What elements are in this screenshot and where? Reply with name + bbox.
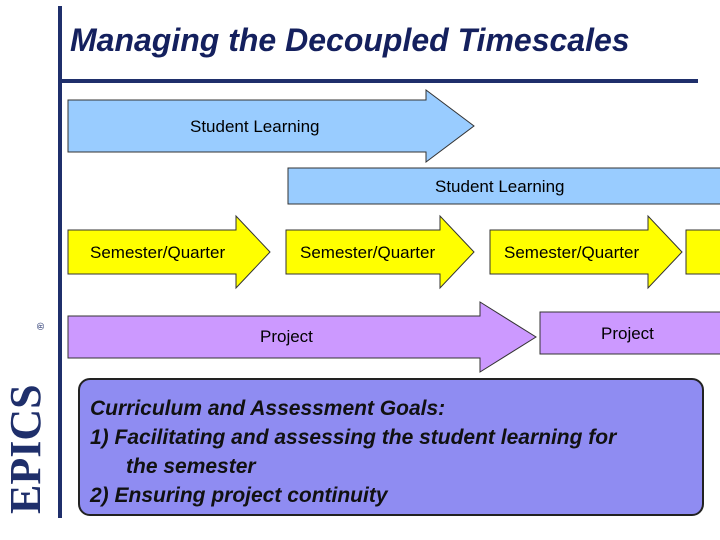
project-arrow-1 [67, 301, 537, 373]
epics-logo: EPICS ® [1, 322, 50, 514]
project-arrow-2 [539, 311, 720, 355]
goals-heading: Curriculum and Assessment Goals: [90, 397, 446, 420]
semester-arrow-1 [67, 214, 271, 290]
student-learning-arrow-2 [287, 167, 720, 205]
title-underline [62, 79, 698, 83]
student-learning-label-2: Student Learning [435, 177, 565, 196]
registered-mark: ® [36, 322, 47, 330]
student-learning-arrow-1 [67, 89, 475, 163]
semester-label-2: Semester/Quarter [300, 243, 436, 262]
goals-box: Curriculum and Assessment Goals: 1) Faci… [78, 378, 704, 516]
project-label-1: Project [260, 327, 313, 346]
goal-item-2: 2) Ensuring project continuity [90, 484, 388, 507]
semester-arrow-2 [285, 214, 475, 290]
page-title: Managing the Decoupled Timescales [70, 22, 630, 58]
semester-label-1: Semester/Quarter [90, 243, 226, 262]
semester-arrow-4 [685, 229, 720, 275]
semester-arrow-3 [489, 214, 683, 290]
vertical-rule [58, 6, 62, 518]
project-label-2: Project [601, 324, 654, 343]
student-learning-label-1: Student Learning [190, 117, 320, 136]
semester-label-3: Semester/Quarter [504, 243, 640, 262]
goal-item-1: 1) Facilitating and assessing the studen… [90, 426, 617, 449]
goal-item-1-continued: the semester [126, 455, 256, 478]
epics-logo-text: EPICS [1, 384, 50, 514]
